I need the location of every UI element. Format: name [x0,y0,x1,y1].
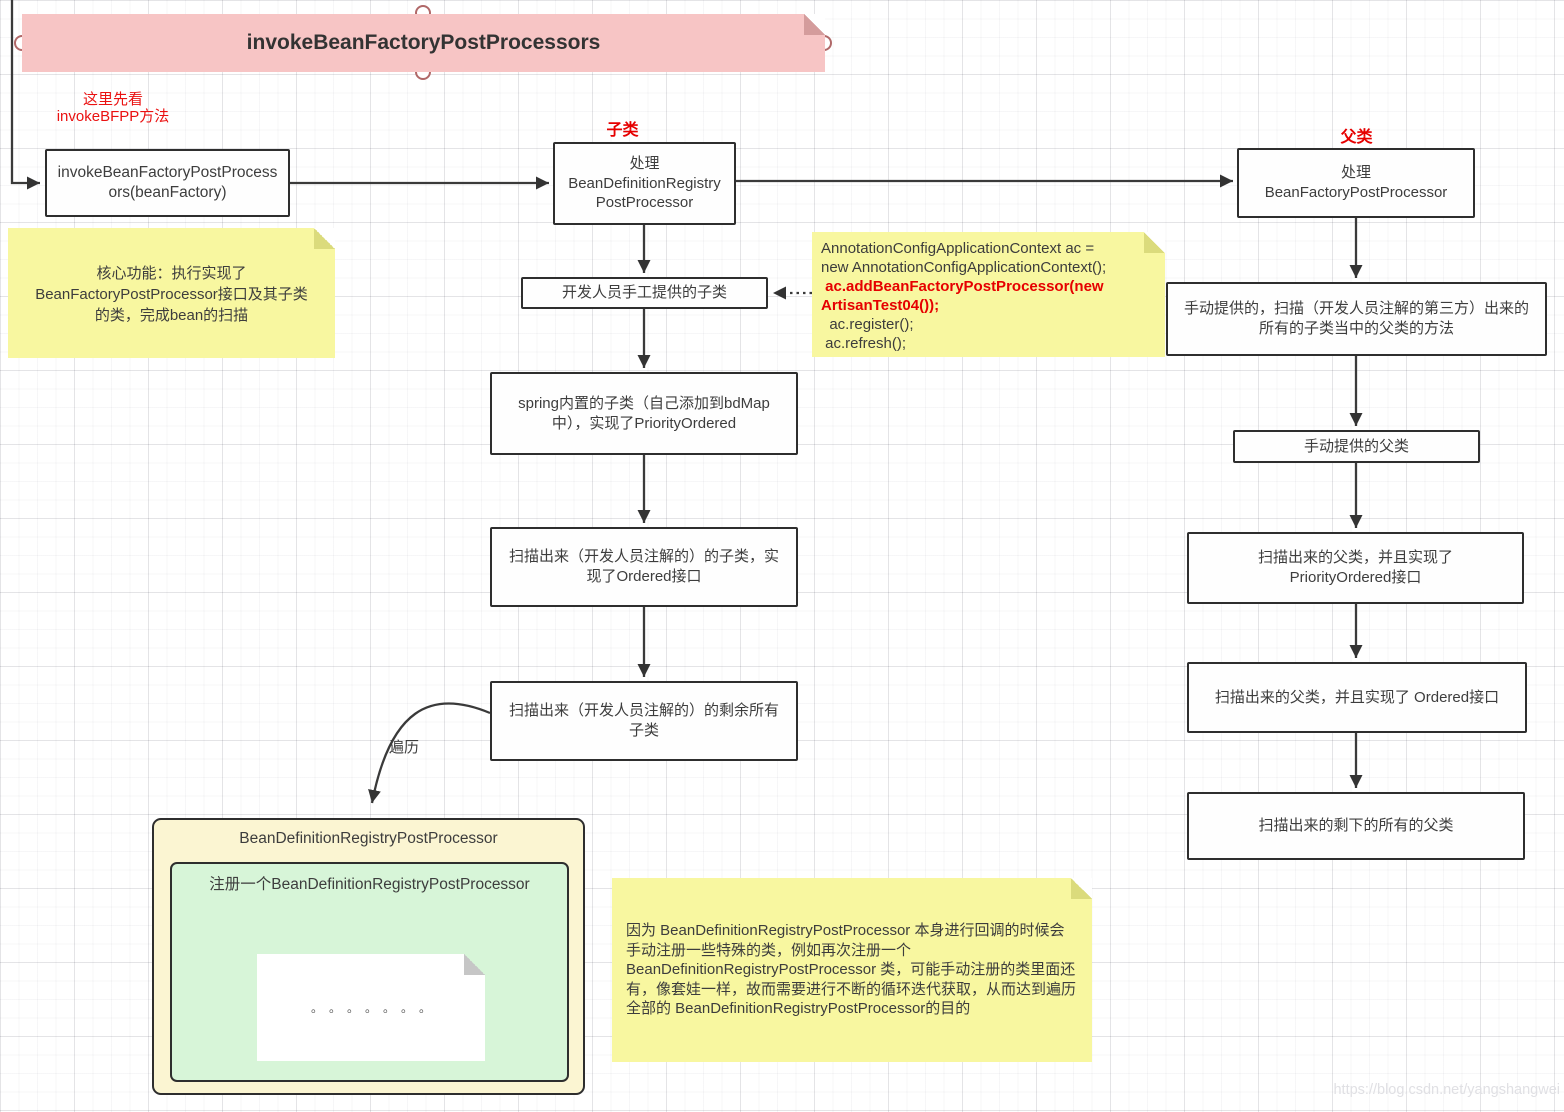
node-label: 扫描出来（开发人员注解的）的子类，实现了Ordered接口 [508,548,779,585]
hint-text: 这里先看 invokeBFPP方法 [56,91,170,125]
iterate-explanation-note[interactable]: 因为 BeanDefinitionRegistryPostProcessor 本… [612,878,1092,1062]
node-handle-bfpp[interactable]: 处理 BeanFactoryPostProcessor [1237,148,1475,218]
note-fold-corner [1071,878,1092,899]
node-label: 开发人员手工提供的子类 [561,284,727,302]
green-box-title: 注册一个BeanDefinitionRegistryPostProcessor [209,876,530,893]
bdrpp-container[interactable]: BeanDefinitionRegistryPostProcessor 注册一个… [152,818,585,1095]
node-label: spring内置的子类（自己添加到bdMap中），实现了PriorityOrde… [518,394,770,432]
traverse-label: 遍历 [388,739,419,756]
note-text: 因为 BeanDefinitionRegistryPostProcessor 本… [626,922,1077,1018]
code-line: AnnotationConfigApplicationContext ac = … [821,240,1107,276]
container-title: BeanDefinitionRegistryPostProcessor [239,830,498,847]
node-rest-child[interactable]: 扫描出来（开发人员注解的）的剩余所有子类 [490,681,798,761]
node-label: invokeBeanFactoryPostProcessors(beanFact… [57,163,278,201]
node-label: 扫描出来的剩下的所有的父类 [1258,817,1454,835]
node-rest-parent[interactable]: 扫描出来的剩下的所有的父类 [1187,792,1525,860]
node-parent-desc[interactable]: 手动提供的，扫描（开发人员注解的第三方）出来的所有的子类当中的父类的方法 [1166,282,1547,356]
code-line-highlight: ac.addBeanFactoryPostProcessor(new Artis… [821,278,1104,314]
node-label: 扫描出来的父类，并且实现了 Ordered接口 [1214,688,1500,706]
note-text: 核心功能：执行实现了 BeanFactoryPostProcessor接口及其子… [35,264,308,324]
node-label: 扫描出来的父类，并且实现了 PriorityOrdered接口 [1257,549,1453,586]
arrow-top-to-entry[interactable] [10,0,40,190]
node-label: 手动提供的父类 [1303,437,1409,455]
note-fold-corner [464,954,485,975]
node-priority-parent[interactable]: 扫描出来的父类，并且实现了 PriorityOrdered接口 [1187,532,1524,604]
node-ordered-child[interactable]: 扫描出来（开发人员注解的）的子类，实现了Ordered接口 [490,527,798,607]
register-green-box[interactable]: 注册一个BeanDefinitionRegistryPostProcessor … [170,862,569,1082]
code-snippet-note[interactable]: AnnotationConfigApplicationContext ac = … [812,232,1165,357]
note-fold-corner [314,228,335,249]
parent-column-label: 父类 [1340,129,1373,146]
page-title: invokeBeanFactoryPostProcessors [246,31,601,54]
node-handle-bdrpp[interactable]: 处理 BeanDefinitionRegistryPostProcessor [553,142,736,225]
node-label: 手动提供的，扫描（开发人员注解的第三方）出来的所有的子类当中的父类的方法 [1183,300,1529,337]
code-line: ac.register(); ac.refresh(); [825,316,914,352]
note-fold-corner [804,14,825,35]
node-label: 处理 BeanFactoryPostProcessor [1264,164,1448,201]
watermark-url: https://blog.csdn.net/yangshangwei [1333,1082,1560,1098]
node-spring-child[interactable]: spring内置的子类（自己添加到bdMap中），实现了PriorityOrde… [490,372,798,455]
note-fold-corner [1144,232,1165,253]
node-manual-parent[interactable]: 手动提供的父类 [1233,430,1480,463]
node-manual-child[interactable]: 开发人员手工提供的子类 [521,277,768,309]
node-invoke-bfpp[interactable]: invokeBeanFactoryPostProcessors(beanFact… [45,149,290,217]
node-label: 处理 BeanDefinitionRegistryPostProcessor [568,154,721,212]
ellipsis-note[interactable]: 。。。。。。。 [257,954,485,1061]
node-label: 扫描出来（开发人员注解的）的剩余所有子类 [508,702,779,739]
title-note[interactable]: invokeBeanFactoryPostProcessors [22,14,825,72]
node-ordered-parent[interactable]: 扫描出来的父类，并且实现了 Ordered接口 [1187,662,1527,733]
arrow-rest-child-to-container[interactable] [368,702,491,804]
child-column-label: 子类 [606,122,639,139]
ellipsis-dots: 。。。。。。。 [310,1001,443,1015]
core-function-note[interactable]: 核心功能：执行实现了 BeanFactoryPostProcessor接口及其子… [8,228,335,358]
